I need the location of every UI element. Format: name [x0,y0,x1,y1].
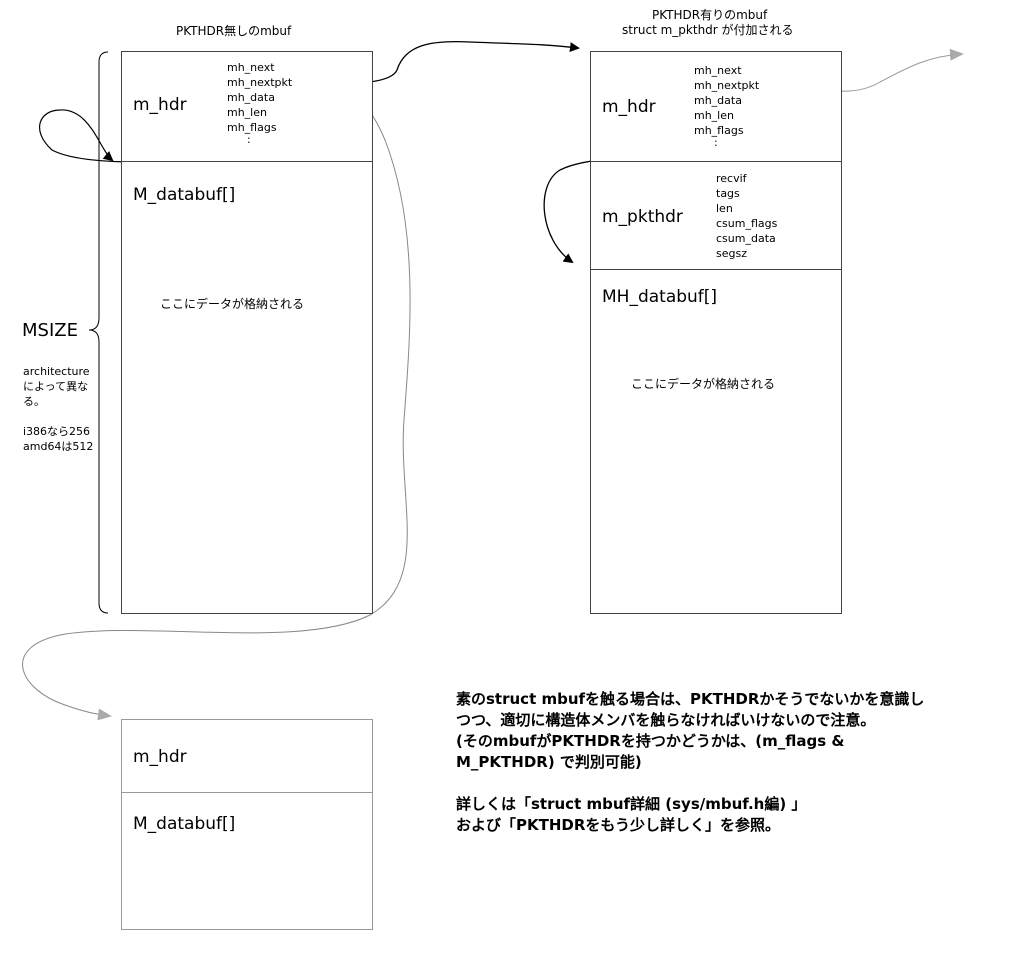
left-hdr-divider [121,161,373,162]
msize-brace [88,51,109,614]
note-line: 素のstruct mbufを触る場合は、PKTHDRかそうでないかを意識し [456,690,925,708]
right-m-hdr-label: m_hdr [602,97,656,117]
right-data-note: ここにデータが格納される [631,377,776,391]
msize-desc-line: architecture [23,365,90,378]
right-pkthdr-divider [590,269,842,270]
field-tags: tags [716,187,740,200]
field-mh-nextpkt: mh_nextpkt [694,79,760,92]
left-hdr-fields: mh_next mh_nextpkt mh_data mh_len mh_fla… [227,60,292,145]
left-mbuf-title: PKTHDR無しのmbuf [176,24,292,38]
note-line: (そのmbufがPKTHDRを持つかどうかは、(m_flags & [456,732,845,750]
right-m-pkthdr-label: m_pkthdr [602,207,683,227]
msize-desc-line: amd64は512 [23,440,94,453]
bottom-mbuf-box [121,719,373,930]
field-mh-len: mh_len [694,109,734,122]
field-mh-flags: mh_flags [227,121,277,134]
note-line [456,773,924,794]
field-mh-data: mh_data [227,91,275,104]
left-databuf-label: M_databuf[] [133,185,236,205]
field-mh-flags: mh_flags [694,124,744,137]
right-mbuf-box [590,51,842,614]
right-databuf-label: MH_databuf[] [602,287,718,307]
field-mh-next: mh_next [227,61,275,74]
msize-desc-line: る。 [23,395,45,408]
field-segsz: segsz [716,247,747,260]
usage-note: 素のstruct mbufを触る場合は、PKTHDRかそうでないかを意識し つつ… [456,689,924,836]
right-mbuf-title-1: PKTHDR有りのmbuf [652,8,768,22]
right-hdr-divider [590,161,842,162]
field-mh-data: mh_data [694,94,742,107]
field-recvif: recvif [716,172,747,185]
bottom-hdr-divider [121,792,373,793]
field-mh-len: mh_len [227,106,267,119]
note-line: M_PKTHDR) で判別可能) [456,753,642,771]
msize-description: architecture によって異な る。 i386なら256 amd64は5… [23,364,93,454]
field-mh-next: mh_next [694,64,742,77]
bottom-m-hdr-label: m_hdr [133,747,187,767]
field-csum-flags: csum_flags [716,217,778,230]
left-mbuf-box [121,51,373,614]
left-m-hdr-label: m_hdr [133,95,187,115]
field-ellipsis: : [247,133,251,146]
field-csum-data: csum_data [716,232,776,245]
note-line: つつ、適切に構造体メンバを触らなければいけないので注意。 [456,711,876,729]
field-len: len [716,202,733,215]
note-line: および「PKTHDRをもう少し詳しく」を参照。 [456,816,780,834]
field-mh-nextpkt: mh_nextpkt [227,76,293,89]
msize-desc-line: によって異な [23,380,89,393]
next-arrow [22,65,411,721]
right-hdr-fields: mh_next mh_nextpkt mh_data mh_len mh_fla… [694,63,759,148]
field-ellipsis: : [714,136,718,149]
msize-label: MSIZE [22,320,78,341]
pkthdr-fields: recvif tags len csum_flags csum_data seg… [716,171,777,261]
bottom-databuf-label: M_databuf[] [133,814,236,834]
note-line: 詳しくは「struct mbuf詳細 (sys/mbuf.h編) 」 [456,795,807,813]
msize-desc-line: i386なら256 [23,425,91,438]
right-mbuf-title-2: struct m_pkthdr が付加される [622,23,794,37]
msize-desc-line [23,409,93,424]
left-data-note: ここにデータが格納される [160,297,305,311]
